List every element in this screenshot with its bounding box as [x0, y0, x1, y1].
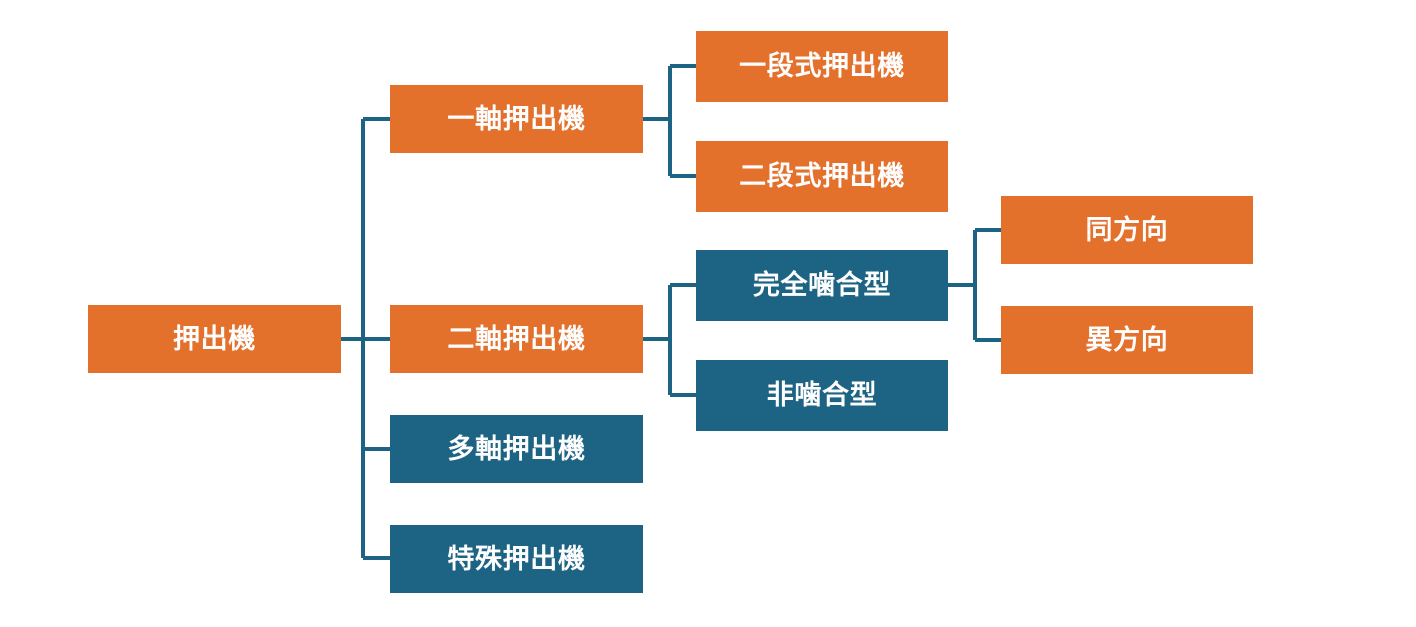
node-label-twin-screw: 二軸押出機: [447, 323, 586, 354]
node-label-single-stage: 一段式押出機: [739, 51, 905, 81]
node-twin-screw[interactable]: 二軸押出機: [390, 305, 643, 373]
node-single-screw[interactable]: 一軸押出機: [390, 85, 643, 153]
node-multi-screw[interactable]: 多軸押出機: [390, 415, 643, 483]
node-label-root: 押出機: [173, 323, 256, 354]
node-label-special: 特殊押出機: [447, 543, 586, 574]
node-label-multi-screw: 多軸押出機: [447, 433, 586, 464]
node-label-single-screw: 一軸押出機: [447, 103, 586, 134]
node-two-stage[interactable]: 二段式押出機: [696, 141, 948, 212]
node-single-stage[interactable]: 一段式押出機: [696, 31, 948, 102]
node-root[interactable]: 押出機: [88, 305, 341, 373]
node-fully-intermeshing[interactable]: 完全噛合型: [696, 250, 948, 321]
node-non-intermeshing[interactable]: 非噛合型: [696, 360, 948, 431]
node-label-two-stage: 二段式押出機: [739, 161, 905, 191]
node-co-rotating[interactable]: 同方向: [1001, 196, 1253, 264]
node-label-counter-rotating: 異方向: [1085, 324, 1169, 355]
node-counter-rotating[interactable]: 異方向: [1001, 306, 1253, 374]
node-label-co-rotating: 同方向: [1085, 214, 1169, 245]
node-label-fully-intermeshing: 完全噛合型: [752, 270, 892, 300]
node-label-non-intermeshing: 非噛合型: [766, 380, 878, 410]
node-special[interactable]: 特殊押出機: [390, 525, 643, 593]
